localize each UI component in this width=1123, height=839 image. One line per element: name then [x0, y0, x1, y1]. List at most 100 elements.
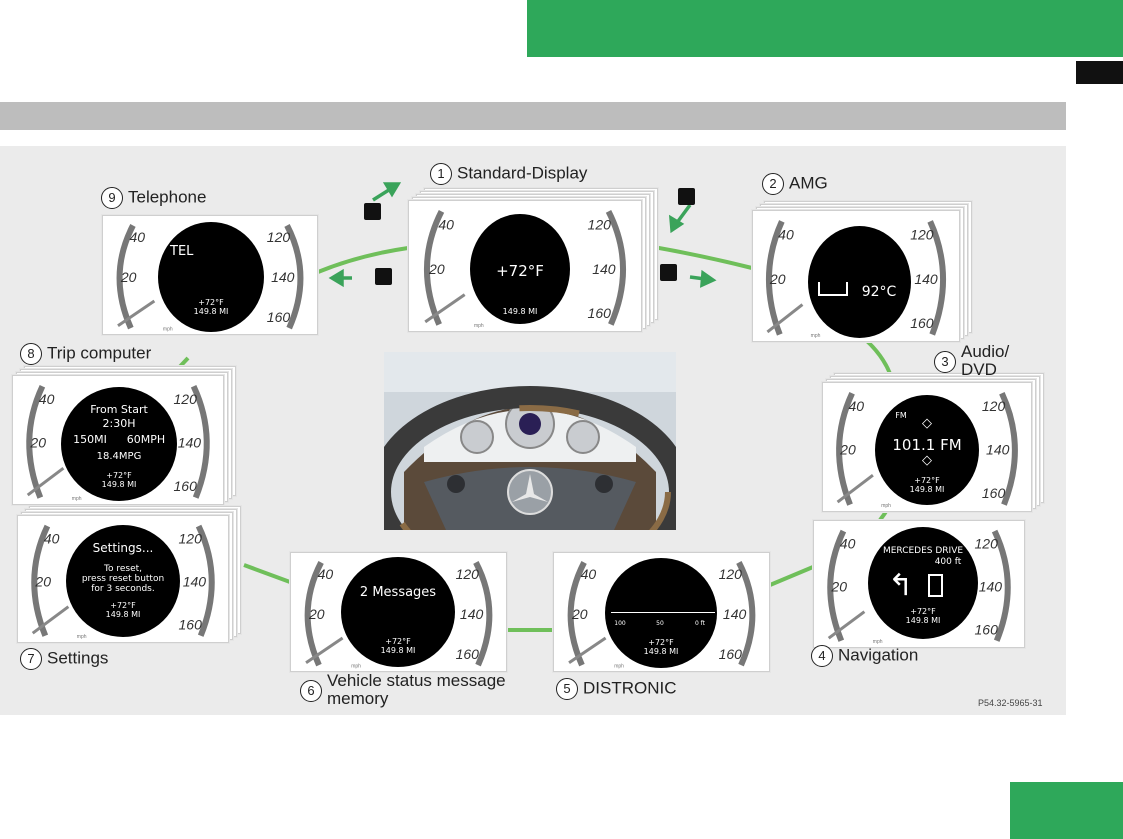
- gauge-tick-label: 40: [848, 398, 864, 414]
- gauge-tick-label: 160: [267, 309, 291, 325]
- gauge-tick-label: 160: [588, 305, 612, 321]
- speed-needle: [26, 466, 65, 497]
- left-dial-arc: [26, 384, 46, 499]
- gauge-tick-label: 40: [778, 227, 794, 243]
- gauge-tick-label: 160: [910, 315, 934, 331]
- link-1-2: [647, 244, 753, 270]
- speed-needle: [424, 293, 466, 324]
- gauge-tick-label: 140: [178, 435, 202, 451]
- gauge-tick-label: 140: [723, 606, 747, 622]
- section-tab-marker: [1076, 61, 1123, 84]
- gauge-tick-label: 20: [308, 606, 325, 622]
- steering-wheel-photo: [384, 352, 676, 530]
- up-button-icon: [364, 203, 381, 220]
- tune-up-icon: ◇: [922, 416, 932, 431]
- speed-needle: [836, 473, 874, 504]
- amg-screen: 92°C: [808, 226, 911, 338]
- gauge-unit-label: mph: [474, 323, 484, 329]
- gauge-tick-label: 120: [719, 566, 743, 582]
- speed-needle: [827, 610, 866, 640]
- gauge-tick-label: 120: [174, 391, 198, 407]
- lane-icon: [928, 574, 943, 597]
- distance-scale: [611, 612, 715, 613]
- right-dial-arc: [991, 529, 1011, 642]
- speed-needle: [568, 636, 607, 664]
- telephone-screen: TEL +72°F 149.8 MI: [158, 222, 264, 332]
- gauge-tick-label: 20: [428, 261, 445, 277]
- page-tab-marker: [1010, 782, 1123, 839]
- gauge-unit-label: mph: [614, 663, 624, 669]
- gauge-unit-label: mph: [351, 663, 361, 669]
- steering-wheel-illustration: [384, 352, 676, 530]
- gauge-tick-label: 40: [581, 566, 597, 582]
- left-dial-arc: [827, 529, 847, 642]
- gauge-unit-label: mph: [77, 634, 87, 640]
- right-dial-arc: [195, 524, 215, 637]
- gauge-tick-label: 140: [914, 271, 938, 287]
- standard-display-screen: +72°F 149.8 MI: [470, 214, 570, 324]
- right-dial-arc: [473, 561, 493, 667]
- link-9-1: [317, 246, 409, 274]
- settings-screen: Settings... To reset, press reset button…: [66, 525, 180, 637]
- gauge-tick-label: 160: [719, 646, 743, 662]
- right-dial-arc: [736, 561, 756, 667]
- gauge-tick-label: 160: [982, 485, 1006, 501]
- gauge-unit-label: mph: [72, 496, 82, 502]
- gauge-tick-label: 120: [588, 217, 612, 233]
- speed-needle: [766, 303, 804, 334]
- speed-needle: [305, 636, 344, 664]
- right-dial-arc: [927, 220, 947, 336]
- gauge-tick-label: 120: [982, 398, 1006, 414]
- gauge-tick-label: 160: [174, 478, 198, 494]
- messages-screen: 2 Messages +72°F 149.8 MI: [341, 557, 455, 667]
- gauge-tick-label: 120: [267, 229, 291, 245]
- label-audio-dvd: 3Audio/DVD: [934, 343, 1009, 379]
- forward-button-icon: [660, 264, 677, 281]
- right-dial-arc: [999, 391, 1018, 506]
- gauge-tick-label: 120: [456, 566, 480, 582]
- oil-can-icon: [818, 282, 848, 296]
- figure-reference: P54.32-5965-31: [978, 698, 1043, 708]
- gauge-tick-label: 140: [986, 442, 1010, 458]
- gauge-tick-label: 120: [975, 536, 999, 552]
- left-dial-arc: [836, 391, 855, 506]
- right-dial-arc: [284, 224, 304, 330]
- gauge-tick-label: 160: [975, 621, 999, 637]
- gauge-tick-label: 40: [44, 531, 60, 547]
- gauge-tick-label: 20: [120, 269, 137, 285]
- gauge-tick-label: 140: [271, 269, 295, 285]
- gauge-tick-label: 20: [839, 442, 856, 458]
- header-green-bar: [527, 0, 1123, 57]
- left-dial-arc: [567, 561, 587, 667]
- gauge-tick-label: 40: [129, 229, 145, 245]
- speed-needle: [31, 605, 70, 635]
- gauge-tick-label: 120: [910, 227, 934, 243]
- gauge-tick-label: 140: [460, 606, 484, 622]
- gauge-tick-label: 40: [39, 391, 55, 407]
- section-title-bar: [0, 102, 1066, 130]
- left-dial-arc: [304, 561, 324, 667]
- gauge-unit-label: mph: [163, 326, 173, 332]
- gauge-tick-label: 140: [979, 579, 1003, 595]
- down-button-icon: [678, 188, 695, 205]
- gauge-tick-label: 20: [769, 271, 786, 287]
- gauge-tick-label: 160: [179, 616, 203, 632]
- speed-needle: [117, 299, 156, 327]
- gauge-tick-label: 40: [438, 217, 454, 233]
- back-button-icon: [375, 268, 392, 285]
- turn-left-arrow-icon: ↰: [888, 568, 914, 603]
- gauge-tick-label: 160: [456, 646, 480, 662]
- left-dial-arc: [31, 524, 51, 637]
- tune-down-icon: ◇: [922, 453, 932, 468]
